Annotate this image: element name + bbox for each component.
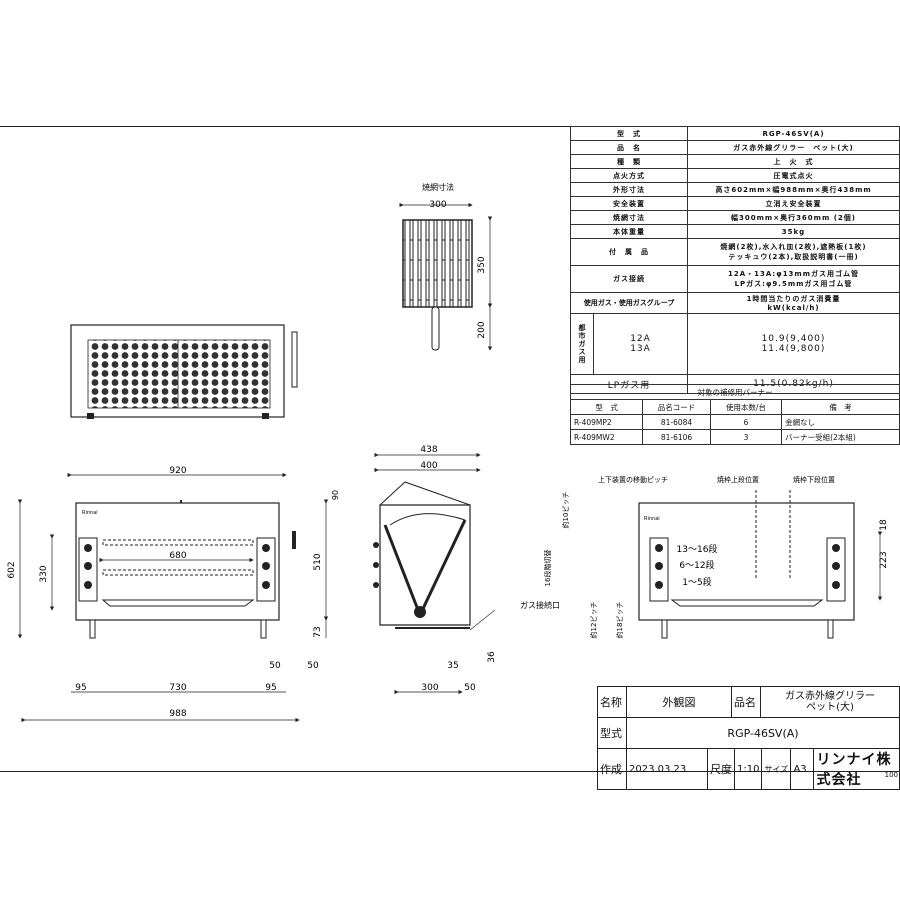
burner-knob — [84, 581, 92, 589]
dim-depth-top: 400 — [420, 461, 437, 471]
dim-223: 223 — [879, 551, 889, 568]
spec-row: 安全装置立消え安全装置 — [570, 196, 900, 211]
label-pitch-12: 約12ピッチ — [589, 602, 598, 639]
level-13-16: 13〜16段 — [677, 543, 718, 555]
dim-offset: 35 — [447, 661, 458, 671]
dim-depth-total: 438 — [420, 445, 437, 455]
grill-net-grid — [402, 219, 473, 308]
dim-leg: 73 — [313, 626, 323, 637]
parts-row: R-409MW2 81-6106 3 バーナー受組(2本組) — [569, 429, 900, 445]
dim-side-height: 510 — [313, 553, 323, 570]
dim-gas-height: 36 — [487, 651, 497, 663]
label-pitch-18: 約18ピッチ — [615, 602, 624, 639]
gas-inlet-label: ガス接続口 — [520, 600, 560, 610]
burner-knob — [84, 544, 92, 552]
dim-top-width: 920 — [169, 466, 186, 476]
spec-row: 品 名ガス赤外線グリラー ペット(大) — [570, 140, 900, 155]
side-handle — [291, 331, 298, 388]
grill-net-title: 焼網寸法 — [422, 182, 454, 192]
spec-row: 外形寸法高さ602mm×幅988mm×奥行438mm — [570, 182, 900, 197]
dim-leg-gap-l: 50 — [269, 661, 281, 671]
label-grill-top: 焼枠上段位置 — [717, 475, 759, 484]
dim-height-inner: 330 — [39, 565, 49, 582]
front-brand: Rinnai — [82, 510, 98, 516]
label-switch-16: 16段階切替 — [543, 550, 552, 587]
spec-row: 付 属 品 焼網(2枚),水入れ皿(2枚),遮熱板(1枚)テッキュウ(2本),取… — [570, 238, 900, 266]
perforated-panel — [87, 339, 271, 409]
dim-leg-gap-r: 50 — [307, 661, 319, 671]
page-code: 100 — [884, 771, 898, 779]
level-6-12: 6〜12段 — [679, 559, 714, 571]
label-grill-bottom: 焼枠下段位置 — [793, 475, 835, 484]
label-pitch-10: 約10ピッチ — [561, 492, 570, 529]
dim-overall: 988 — [169, 709, 186, 719]
title-block: 名称 外観図 品名 ガス赤外線グリラー ペット(大) 型式 RGP-46SV(A… — [597, 686, 900, 790]
levels-view: 上下装置の移動ピッチ 焼枠上段位置 焼枠下段位置 Rinnai 13〜16段 6… — [543, 475, 889, 639]
dim-height-total: 602 — [7, 561, 17, 578]
parts-row: R-409MP2 81-6084 6 金網なし — [569, 414, 900, 430]
dim-18: 18 — [879, 519, 889, 531]
levels-brand: Rinnai — [644, 516, 660, 522]
dim-inner-width: 680 — [169, 551, 186, 561]
dim-right-margin: 95 — [265, 683, 276, 693]
spec-city-gas: 都市ガス用 12A 13A 10.9(9,400) 11.4(9,800) — [570, 313, 900, 375]
burner-knob — [262, 581, 270, 589]
front-view: 920 Rinnai 680 602 330 510 73 50 50 95 7… — [7, 466, 329, 723]
burner-knob — [262, 544, 270, 552]
grill-net-view: 焼網寸法 300 350 200 — [399, 182, 493, 351]
side-view: 438 400 90 ガス接続口 35 36 300 50 — [331, 445, 560, 695]
burner-knob — [262, 562, 270, 570]
dim-base: 300 — [421, 683, 438, 693]
grill-net-depth: 350 — [477, 256, 487, 273]
dim-lid-open: 90 — [331, 490, 340, 500]
dim-middle: 730 — [169, 683, 186, 693]
burner-knob — [84, 562, 92, 570]
top-view — [70, 324, 298, 419]
grill-net-width: 300 — [429, 200, 446, 210]
parts-table: 対象の補修用バーナー 型 式 品名コード 使用本数/台 備 考 R-409MP2… — [569, 384, 900, 445]
label-move-pitch: 上下装置の移動ピッチ — [598, 475, 668, 484]
dim-foot: 50 — [464, 683, 476, 693]
grill-net-handle — [431, 306, 440, 351]
dim-left-margin: 95 — [75, 683, 86, 693]
drawing-sheet — [0, 126, 900, 772]
level-1-5: 1〜5段 — [682, 576, 711, 588]
grill-net-handle-length: 200 — [477, 321, 487, 338]
